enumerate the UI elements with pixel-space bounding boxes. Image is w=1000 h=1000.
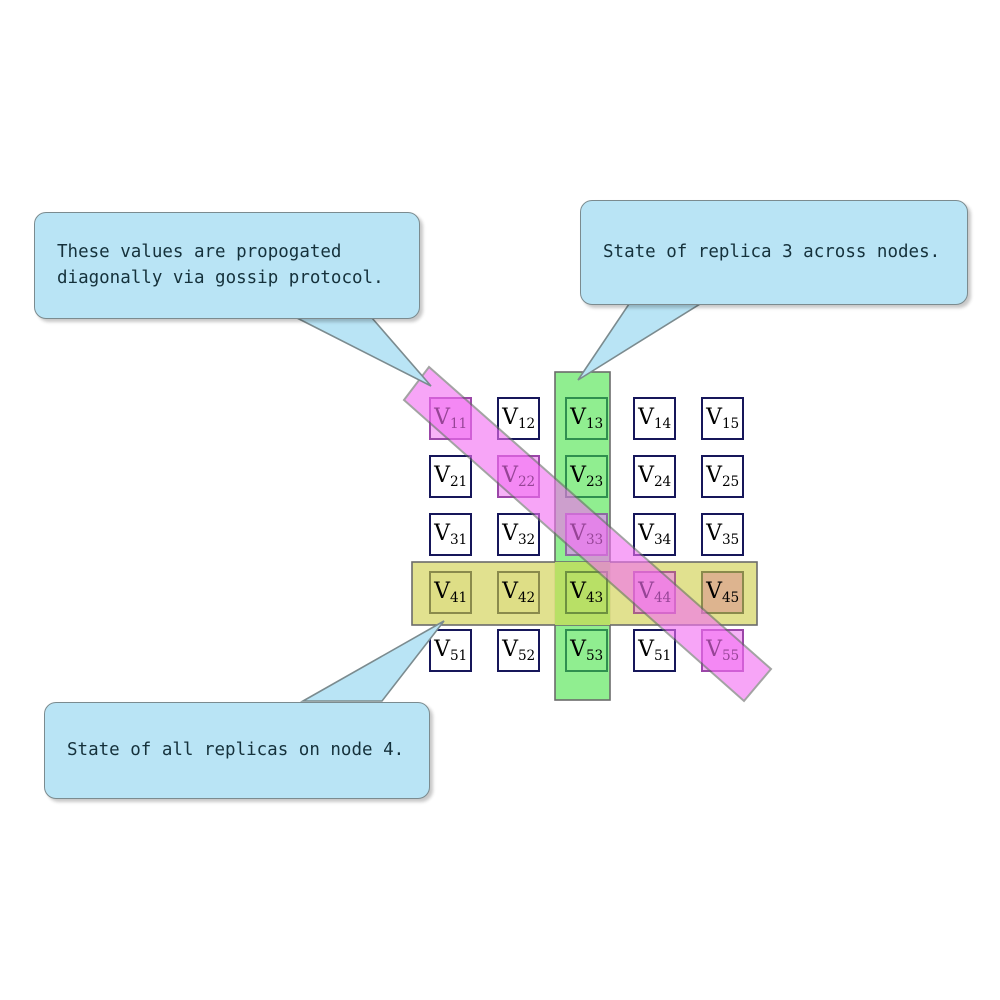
cell-label-base: V (502, 578, 519, 604)
replica-callout-tail (577, 303, 703, 381)
cell-label-subscript: 52 (518, 647, 535, 664)
cell-label: V51 (638, 636, 671, 664)
cell-v51[interactable]: V51 (429, 629, 472, 672)
cell-label-base: V (502, 404, 519, 430)
cell-label: V21 (434, 462, 467, 490)
cell-label: V41 (434, 578, 467, 606)
cell-label-subscript: 31 (450, 531, 467, 548)
cell-label: V51 (434, 636, 467, 664)
cell-v14[interactable]: V14 (633, 397, 676, 440)
cell-label-subscript: 53 (586, 647, 603, 664)
cell-label-subscript: 51 (450, 647, 467, 664)
cell-label-subscript: 35 (722, 531, 739, 548)
cell-label-base: V (570, 404, 587, 430)
cell-label: V53 (570, 636, 603, 664)
cell-label: V35 (706, 520, 739, 548)
cell-label-subscript: 25 (722, 473, 739, 490)
callout-gossip-text: These values are propogated diagonally v… (57, 242, 384, 288)
cell-label: V12 (502, 404, 535, 432)
cell-label-subscript: 14 (654, 415, 671, 432)
callout-gossip-protocol[interactable]: These values are propogated diagonally v… (34, 212, 420, 319)
cell-label-subscript: 23 (586, 473, 603, 490)
cell-label-base: V (638, 462, 655, 488)
cell-label: V45 (706, 578, 739, 606)
cell-label-subscript: 32 (518, 531, 535, 548)
cell-label-subscript: 45 (722, 589, 739, 606)
cell-v42[interactable]: V42 (497, 571, 540, 614)
cell-label-base: V (706, 578, 723, 604)
cell-label-subscript: 34 (654, 531, 671, 548)
cell-v35[interactable]: V35 (701, 513, 744, 556)
cell-label-base: V (706, 462, 723, 488)
cell-label-base: V (434, 578, 451, 604)
cell-v41[interactable]: V41 (429, 571, 472, 614)
cell-label-subscript: 21 (450, 473, 467, 490)
cell-v31[interactable]: V31 (429, 513, 472, 556)
cell-label: V43 (570, 578, 603, 606)
gossip-callout-tail (296, 317, 432, 387)
cell-v43[interactable]: V43 (565, 571, 608, 614)
cell-label-base: V (570, 636, 587, 662)
cell-label-base: V (570, 578, 587, 604)
cell-label: V23 (570, 462, 603, 490)
cell-label-base: V (502, 520, 519, 546)
cell-label-base: V (706, 520, 723, 546)
cell-v21[interactable]: V21 (429, 455, 472, 498)
cell-v15[interactable]: V15 (701, 397, 744, 440)
cell-label-base: V (638, 636, 655, 662)
cell-label: V34 (638, 520, 671, 548)
callout-replica-3[interactable]: State of replica 3 across nodes. (580, 200, 968, 305)
callout-replica-text: State of replica 3 across nodes. (603, 241, 941, 262)
cell-v25[interactable]: V25 (701, 455, 744, 498)
cell-label: V25 (706, 462, 739, 490)
node-callout-tail (299, 620, 445, 702)
cell-v34[interactable]: V34 (633, 513, 676, 556)
cell-v52[interactable]: V52 (497, 629, 540, 672)
cell-v53[interactable]: V53 (565, 629, 608, 672)
cell-label: V13 (570, 404, 603, 432)
cell-label-subscript: 41 (450, 589, 467, 606)
cell-label-base: V (570, 462, 587, 488)
cell-label-subscript: 13 (586, 415, 603, 432)
cell-label: V32 (502, 520, 535, 548)
cell-label-base: V (434, 520, 451, 546)
cell-label-base: V (434, 462, 451, 488)
cell-label: V15 (706, 404, 739, 432)
cell-v23[interactable]: V23 (565, 455, 608, 498)
cell-label-subscript: 42 (518, 589, 535, 606)
cell-label: V24 (638, 462, 671, 490)
cell-label-base: V (706, 404, 723, 430)
cell-v45[interactable]: V45 (701, 571, 744, 614)
cell-label: V14 (638, 404, 671, 432)
callout-node-text: State of all replicas on node 4. (67, 739, 405, 760)
callout-node-4[interactable]: State of all replicas on node 4. (44, 702, 430, 799)
cell-label-base: V (638, 520, 655, 546)
cell-label-base: V (502, 636, 519, 662)
cell-v51[interactable]: V51 (633, 629, 676, 672)
cell-label-subscript: 15 (722, 415, 739, 432)
cell-label-subscript: 12 (518, 415, 535, 432)
cell-label-base: V (638, 404, 655, 430)
cell-label-base: V (434, 636, 451, 662)
cell-label: V52 (502, 636, 535, 664)
cell-v32[interactable]: V32 (497, 513, 540, 556)
cell-v24[interactable]: V24 (633, 455, 676, 498)
cell-label-subscript: 43 (586, 589, 603, 606)
cell-label-subscript: 51 (654, 647, 671, 664)
cell-label-subscript: 24 (654, 473, 671, 490)
cell-v13[interactable]: V13 (565, 397, 608, 440)
cell-label: V42 (502, 578, 535, 606)
cell-label: V31 (434, 520, 467, 548)
